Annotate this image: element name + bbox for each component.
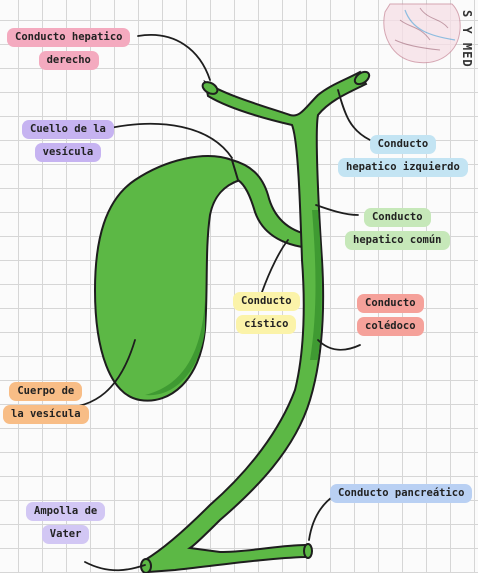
label-line: hepatico común: [345, 231, 450, 250]
leader-ampolla: [85, 562, 145, 570]
label-line: la vesícula: [3, 405, 89, 424]
label-cuello-vesicula: Cuello de la vesícula: [22, 120, 114, 162]
label-conducto-cistico: Conducto cístico: [233, 292, 300, 334]
label-conducto-pancreatico: Conducto pancreático: [330, 484, 472, 503]
label-ampolla-vater: Ampolla de Vater: [26, 502, 105, 544]
label-line: Cuerpo de: [9, 382, 82, 401]
right-hepatic-duct-end: [201, 80, 220, 97]
label-conducto-coledoco: Conducto colédoco: [357, 294, 424, 336]
pancreatic-duct-end: [304, 544, 312, 558]
label-line: Conducto pancreático: [330, 484, 472, 503]
leader-izquierdo: [338, 90, 370, 140]
label-line: colédoco: [357, 317, 424, 336]
label-conducto-hepatico-comun: Conducto hepatico común: [345, 208, 450, 250]
leader-coledoco: [318, 340, 360, 350]
label-line: hepatico izquierdo: [338, 158, 468, 177]
label-line: Cuello de la: [22, 120, 114, 139]
gallbladder-shape: [95, 156, 240, 401]
label-line: derecho: [39, 51, 99, 70]
brain-logo-icon: [384, 4, 460, 63]
label-line: Conducto: [233, 292, 300, 311]
leader-cistico: [262, 240, 288, 292]
label-line: Conducto: [364, 208, 431, 227]
watermark-text: S Y MED: [460, 10, 474, 68]
label-line: Ampolla de: [26, 502, 105, 521]
leader-hepatico-derecho: [138, 35, 210, 80]
leader-cuello: [110, 124, 232, 158]
label-line: cístico: [236, 315, 296, 334]
label-line: Conducto hepatico: [7, 28, 130, 47]
label-conducto-hepatico-izquierdo: Conducto hepatico izquierdo: [338, 135, 468, 177]
label-cuerpo-vesicula: Cuerpo de la vesícula: [3, 382, 89, 424]
label-line: vesícula: [35, 143, 102, 162]
label-line: Conducto: [370, 135, 437, 154]
label-conducto-hepatico-derecho: Conducto hepatico derecho: [7, 28, 130, 70]
label-line: Conducto: [357, 294, 424, 313]
label-line: Vater: [42, 525, 90, 544]
